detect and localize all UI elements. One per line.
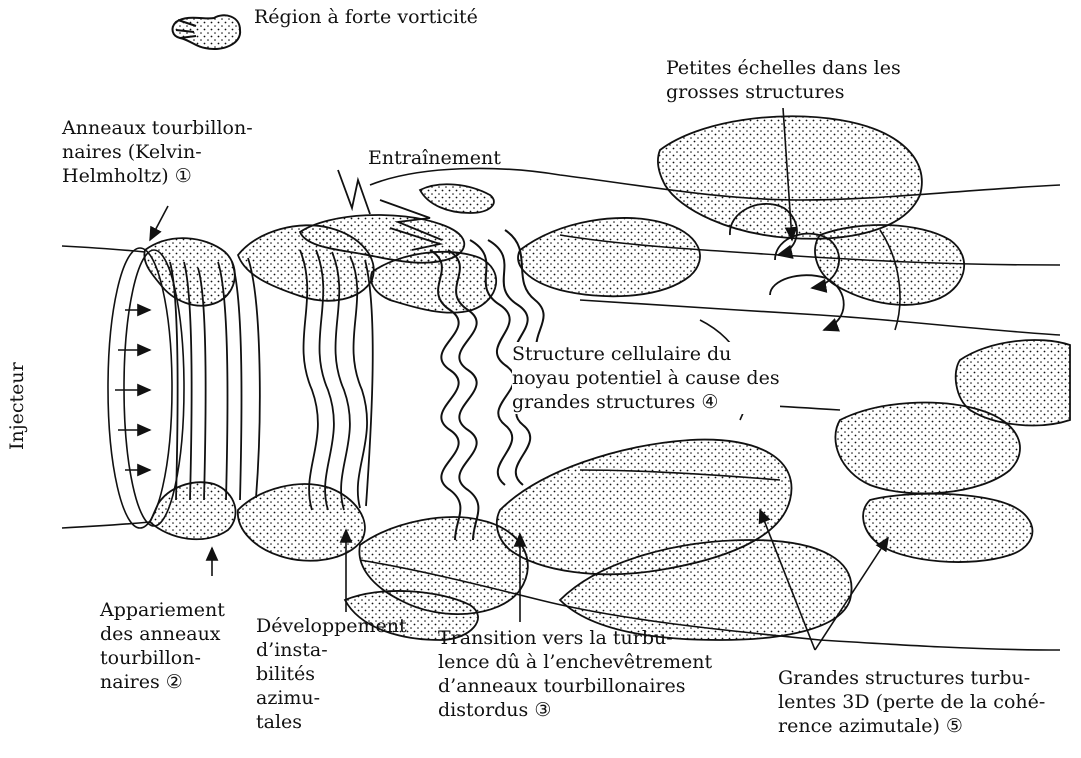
label-entrainment: Entraînement: [368, 146, 501, 170]
inflow-arrows: [115, 310, 150, 470]
label-vortex-rings: Anneaux tourbillon- naires (Kelvin- Helm…: [62, 116, 253, 188]
label-small-scales: Petites échelles dans les grosses struct…: [666, 56, 901, 104]
label-cellular-structure: Structure cellulaire du noyau potentiel …: [512, 342, 780, 414]
label-azimuthal-instabilities: Développement d’insta- bilités azimu- ta…: [256, 614, 407, 734]
legend-label: Région à forte vorticité: [254, 6, 478, 28]
label-large-structures: Grandes structures turbu- lentes 3D (per…: [778, 666, 1045, 738]
label-injector: Injecteur: [6, 362, 28, 450]
label-pairing: Appariement des anneaux tourbillon- nair…: [100, 598, 225, 694]
legend-swatch: [173, 15, 241, 49]
label-transition: Transition vers la turbu- lence dû à l’e…: [438, 626, 712, 722]
